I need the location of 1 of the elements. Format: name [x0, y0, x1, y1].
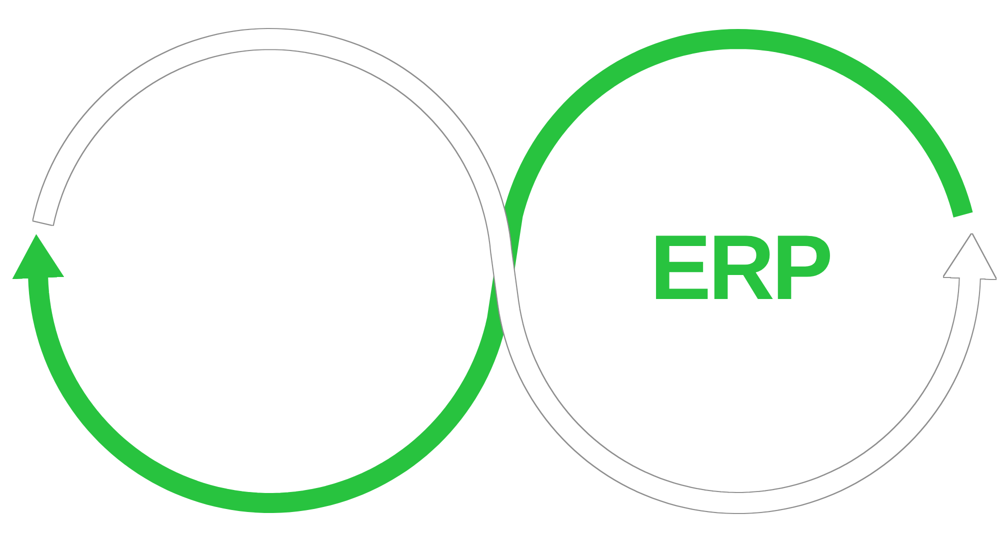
center-label: ERP: [650, 222, 830, 314]
